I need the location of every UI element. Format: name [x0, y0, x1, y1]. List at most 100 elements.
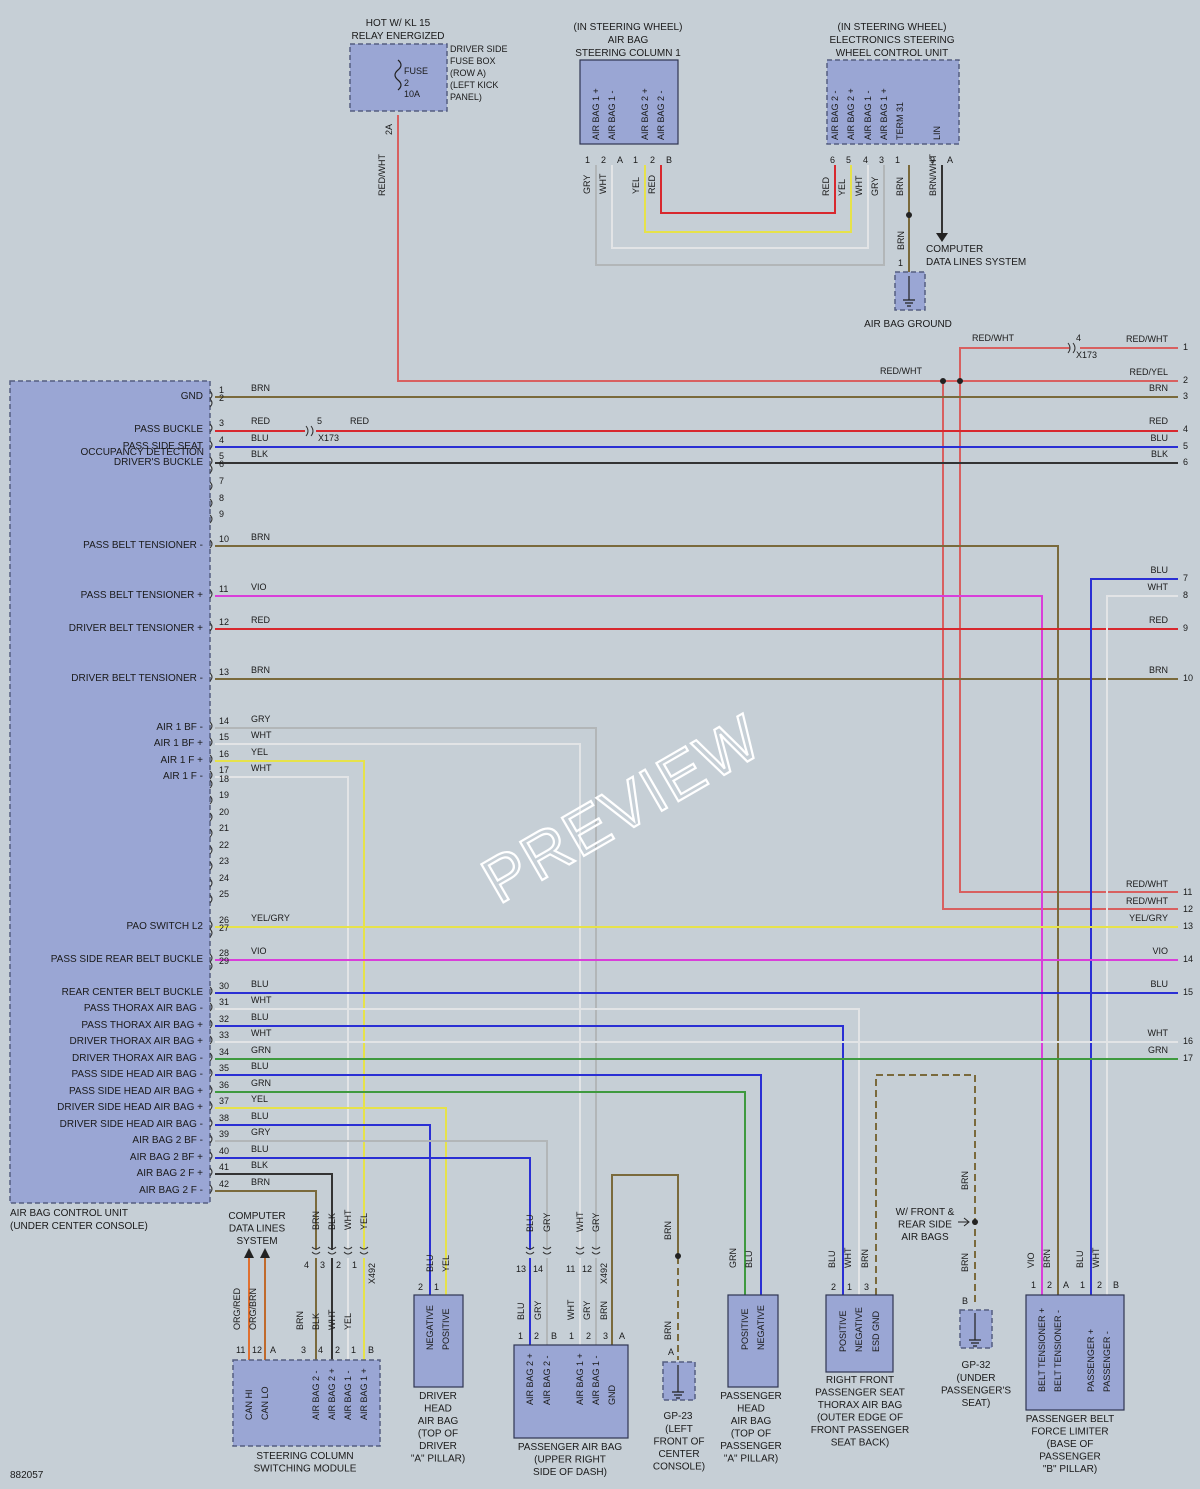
gp32-wire-bottom: BRN: [960, 1253, 970, 1272]
pin-socket: [209, 721, 213, 731]
pin-wire-color: BRN: [251, 1177, 270, 1187]
splice-960: [957, 378, 963, 384]
right-wire-color: BRN: [1149, 383, 1168, 393]
gp23-label-1: FRONT OF: [654, 1437, 705, 1448]
thorax-label-5: SEAT BACK): [831, 1438, 890, 1449]
gp32-name: GP-32: [962, 1360, 991, 1371]
pab-x492-label: X492: [599, 1263, 609, 1284]
pin-number: 42: [219, 1179, 229, 1189]
sc-heading-1: (IN STEERING WHEEL): [574, 22, 683, 33]
sc-pin-number: A: [617, 155, 623, 165]
fuse-inner-2: 2: [404, 78, 409, 88]
right-wire-color: BLU: [1150, 433, 1168, 443]
scm-wire-bottom: WHT: [327, 1309, 337, 1330]
pbfl-pin-number: A: [1063, 1280, 1069, 1290]
pin-socket: [209, 953, 213, 963]
pbfl-label-2: (BASE OF: [1047, 1439, 1094, 1450]
right-pin-number: 10: [1183, 673, 1193, 683]
pin-label: DRIVER SIDE HEAD AIR BAG +: [57, 1102, 203, 1113]
pin-wire-color: VIO: [251, 946, 267, 956]
pin-socket: [209, 770, 213, 780]
fuse-symbol: [394, 59, 402, 91]
pbfl-wire: WHT: [1091, 1247, 1101, 1268]
red-wht-label-a: RED/WHT: [972, 333, 1014, 343]
pin-label: PASS BELT TENSIONER -: [83, 540, 203, 551]
pin-socket: [209, 1068, 213, 1078]
dhab-label-0: DRIVER: [419, 1391, 457, 1402]
wire-wht-steering: [611, 165, 869, 249]
fuse-side-1: DRIVER SIDE: [450, 44, 508, 54]
thorax-pin-number: 2: [831, 1282, 836, 1292]
scm-x492-pin: 1: [352, 1260, 357, 1270]
swcu-pin-label: AIR BAG 2 -: [830, 90, 840, 140]
pab-wire-top: BLU: [525, 1214, 535, 1232]
inline-connector: [359, 1246, 369, 1255]
gp32-label-1: PASSENGER'S: [941, 1386, 1011, 1397]
thorax-pin-label: NEGATIVE: [854, 1307, 864, 1352]
pin-socket: [209, 878, 213, 888]
pin-wire-color: YEL: [251, 747, 268, 757]
fuse-side-2: FUSE BOX: [450, 56, 496, 66]
thorax-label-4: FRONT PASSENGER: [811, 1425, 910, 1436]
wire-pab-gnd-brn: [611, 1174, 679, 1345]
acu-pin-22: 22: [209, 840, 229, 855]
dhab-label-2: AIR BAG: [418, 1416, 459, 1427]
wire-right-7-blu: [1090, 578, 1178, 1295]
pin-wire-color: BLK: [251, 1160, 268, 1170]
dhab-label-3: (TOP OF: [418, 1429, 458, 1440]
pab-pin-number: A: [619, 1331, 625, 1341]
gp23-label-0: (LEFT: [665, 1424, 693, 1435]
pin-socket: [209, 894, 213, 904]
pin-wire-color: YEL: [251, 1094, 268, 1104]
wire-ab2f-pos-blk: [215, 1173, 333, 1250]
right-pin-number: 6: [1183, 457, 1188, 467]
pin-number: 3: [219, 418, 224, 428]
wire-pass-tens-neg-brn: [215, 545, 1059, 1295]
acu-pin-20: 20: [209, 807, 229, 822]
pin-number: 22: [219, 840, 229, 850]
fuse-side-4: (LEFT KICK: [450, 80, 498, 90]
phab-wire: GRN: [728, 1248, 738, 1268]
right-wire-color: RED/WHT: [1126, 896, 1168, 906]
wire-red-wht-loop-2: [942, 380, 1178, 910]
steering-column-pins: AIR BAG 1 +AIR BAG 1 -AIR BAG 2 +AIR BAG…: [582, 88, 672, 194]
pin-label: PASS BUCKLE: [134, 424, 203, 435]
scm-wire-top: BLK: [327, 1213, 337, 1230]
swcu-heading-2: ELECTRONICS STEERING: [829, 35, 954, 46]
acu-pin-23: 23: [209, 856, 229, 871]
pin-label: GND: [181, 391, 203, 402]
right-pin-number: 8: [1183, 590, 1188, 600]
swcu-heading-3: WHEEL CONTROL UNIT: [836, 48, 949, 59]
right-pin-number: 14: [1183, 954, 1193, 964]
pab-wire-bottom: WHT: [566, 1299, 576, 1320]
right-pin-number: 1: [1183, 342, 1188, 352]
sc-pin-number: B: [666, 155, 672, 165]
pin-socket: [209, 1134, 213, 1144]
splice-943: [940, 378, 946, 384]
sc-pin-number: 1: [633, 155, 638, 165]
right-wire-color: RED: [1149, 416, 1169, 426]
pab-wire-top: GRY: [542, 1213, 552, 1232]
gp32-pin: B: [962, 1296, 968, 1306]
scm-pin-label: AIR BAG 2 +: [327, 1368, 337, 1420]
pin-number: 33: [219, 1030, 229, 1040]
x173-connector-left: [305, 425, 314, 437]
pin-socket: [209, 390, 213, 400]
swcu-ground-pin: 1: [898, 258, 903, 268]
gp23-wire-bottom: BRN: [663, 1321, 673, 1340]
right-pin-number: 4: [1183, 424, 1188, 434]
right-pin-number: 2: [1183, 375, 1188, 385]
pin-socket: [209, 1085, 213, 1095]
